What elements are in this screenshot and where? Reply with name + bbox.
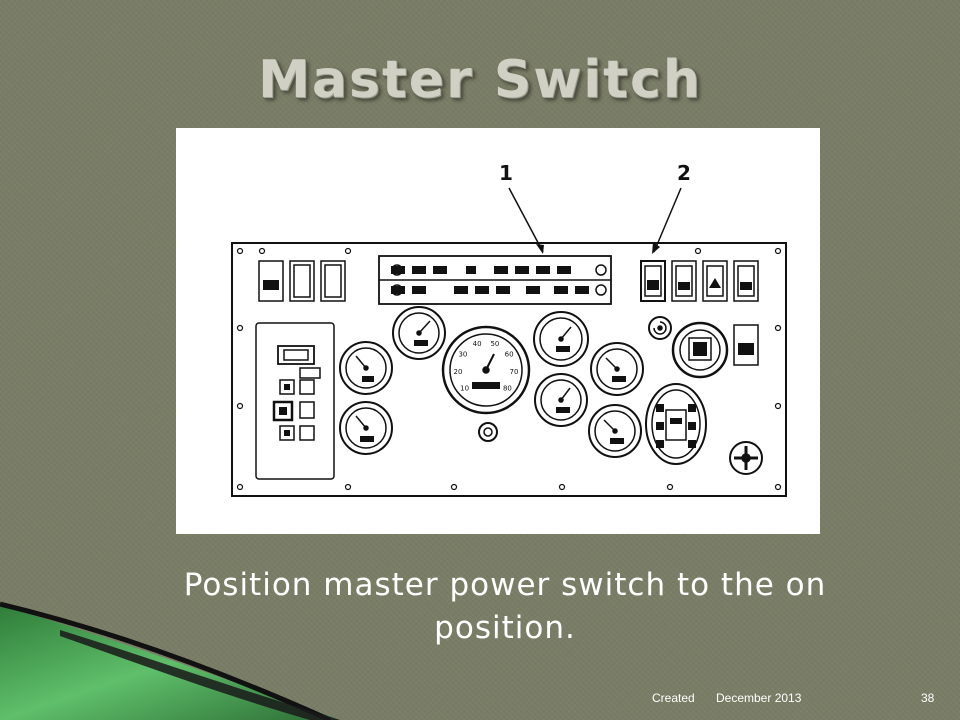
right-rocker-switches [671,260,759,302]
left-rocker-switches [258,260,346,302]
indicator-light-strip [378,255,612,305]
speedometer-tick-label: 20 [454,368,463,376]
single-rocker-switch [733,324,759,366]
decorative-swoosh [0,601,340,720]
climate-control-pad [645,383,707,465]
callout-label-2: 2 [677,161,691,185]
control-module [255,322,335,480]
callout-arrow-2 [653,187,682,253]
speedometer-tick-label: 80 [503,385,512,393]
footer-created-label: Created [652,691,695,705]
slide-body-text: Position master power switch to the on p… [183,567,827,646]
speedometer-tick-label: 70 [510,368,519,376]
ignition-dial [671,321,729,379]
speedometer-tick-label: 30 [458,351,467,359]
gauge-right-top [590,342,644,396]
footer-page-number: 38 [921,691,935,705]
dashboard-diagram: 1 2 [176,128,820,534]
gauge-mid-right [534,373,588,427]
mounting-holes [236,247,782,491]
center-knob [478,422,498,442]
speedometer-tick-label: 60 [505,351,514,359]
callout-label-1: 1 [499,161,513,185]
footer-date: December 2013 [716,691,802,705]
slide-title: Master Switch [258,50,702,110]
master-switch [640,260,666,302]
rotary-knob [648,316,672,340]
speedometer-tick-label: 40 [473,340,482,348]
fan-knob [729,441,763,475]
gauge-right-bottom [588,404,642,458]
gauge-left-top [339,341,393,395]
speedometer: 10 20 30 40 50 60 70 80 [441,325,531,415]
callout-arrow-1 [508,187,544,253]
gauge-top-center-left [392,306,446,360]
gauge-top-center-right [533,311,589,367]
speedometer-tick-label: 50 [490,340,499,348]
instrument-panel [231,242,787,497]
gauge-left-bottom [339,401,393,455]
speedometer-tick-label: 10 [460,385,469,393]
